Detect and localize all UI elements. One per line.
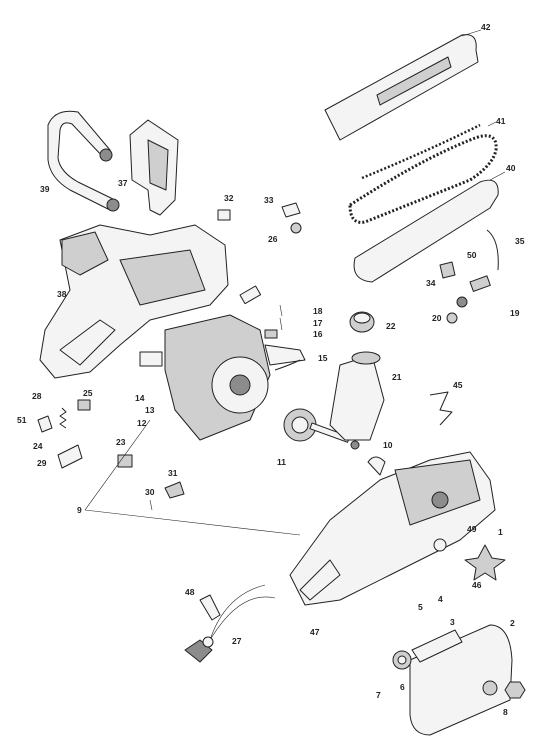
part-oil-pump xyxy=(456,229,499,308)
part-chain-catcher xyxy=(367,456,386,476)
label-39: 39 xyxy=(40,184,50,194)
part-cap-32 xyxy=(217,209,231,221)
label-4: 4 xyxy=(438,594,443,604)
label-25: 25 xyxy=(83,388,93,398)
label-37: 37 xyxy=(118,178,128,188)
label-24: 24 xyxy=(33,441,43,451)
part-bar-plate xyxy=(411,629,463,663)
label-26: 26 xyxy=(268,234,278,244)
label-42: 42 xyxy=(481,22,491,32)
part-gear-shaft xyxy=(283,408,360,450)
part-pump-gear xyxy=(446,312,458,324)
part-rear-grip xyxy=(129,119,179,216)
label-29: 29 xyxy=(37,458,47,468)
part-guide-bar xyxy=(353,171,506,283)
part-motor-assembly xyxy=(139,314,306,441)
part-power-cable xyxy=(184,584,276,663)
label-35: 35 xyxy=(515,236,525,246)
label-41: 41 xyxy=(496,116,506,126)
part-carbon-brush-holder xyxy=(239,285,262,305)
part-bracket-33 xyxy=(281,202,301,218)
part-tensioner-star xyxy=(464,544,506,581)
part-lock-button xyxy=(77,399,91,411)
label-14: 14 xyxy=(135,393,145,403)
part-trigger xyxy=(57,444,83,469)
label-9: 9 xyxy=(77,505,82,515)
part-saw-chain xyxy=(348,121,498,224)
part-right-housing xyxy=(289,451,496,606)
label-5: 5 xyxy=(418,602,423,612)
label-48: 48 xyxy=(185,587,195,597)
label-46: 46 xyxy=(472,580,482,590)
part-screw-30 xyxy=(149,499,153,511)
label-13: 13 xyxy=(145,405,155,415)
part-switch-lever xyxy=(37,415,53,433)
part-screw-18 xyxy=(279,304,283,317)
part-washer xyxy=(433,538,447,552)
label-27: 27 xyxy=(232,636,242,646)
label-19: 19 xyxy=(510,308,520,318)
label-11: 11 xyxy=(277,457,286,467)
label-33: 33 xyxy=(264,195,274,205)
label-15: 15 xyxy=(318,353,328,363)
label-51: 51 xyxy=(17,415,27,425)
part-oil-tank xyxy=(329,351,385,441)
part-trigger-spring xyxy=(59,407,67,429)
label-34: 34 xyxy=(426,278,436,288)
label-12: 12 xyxy=(137,418,147,428)
part-drive-sprocket xyxy=(392,650,412,670)
label-3: 3 xyxy=(450,617,455,627)
part-front-handle xyxy=(47,110,120,212)
part-nut xyxy=(504,681,526,699)
part-guide-bar-cover xyxy=(324,29,482,141)
part-left-housing xyxy=(39,224,229,379)
label-32: 32 xyxy=(224,193,234,203)
label-21: 21 xyxy=(392,372,402,382)
label-20: 20 xyxy=(432,313,442,323)
part-oil-hose xyxy=(274,359,301,371)
part-spring-clip xyxy=(429,391,453,426)
label-8: 8 xyxy=(503,707,508,717)
label-23: 23 xyxy=(116,437,126,447)
label-7: 7 xyxy=(376,690,381,700)
label-50: 50 xyxy=(467,250,477,260)
callout-labels: 1 2 3 4 5 6 7 8 9 10 11 12 13 14 15 16 1… xyxy=(17,22,525,717)
label-30: 30 xyxy=(145,487,155,497)
label-38: 38 xyxy=(57,289,67,299)
label-18: 18 xyxy=(313,306,323,316)
label-6: 6 xyxy=(400,682,405,692)
leader-9b xyxy=(84,419,151,511)
label-1: 1 xyxy=(498,527,503,537)
label-49: 49 xyxy=(467,524,477,534)
label-17: 17 xyxy=(313,318,323,328)
label-10: 10 xyxy=(383,440,393,450)
part-tension-nut-34 xyxy=(439,261,456,279)
label-40: 40 xyxy=(506,163,516,173)
part-oil-cap xyxy=(349,311,375,333)
part-cable-sleeve xyxy=(199,594,221,621)
label-22: 22 xyxy=(386,321,396,331)
label-31: 31 xyxy=(168,468,178,478)
label-16: 16 xyxy=(313,329,323,339)
label-45: 45 xyxy=(453,380,463,390)
label-28: 28 xyxy=(32,391,42,401)
part-screw-17 xyxy=(279,317,283,331)
label-47: 47 xyxy=(310,627,320,637)
part-bushing-26 xyxy=(290,222,302,234)
leader-9 xyxy=(84,509,301,536)
part-brush-16 xyxy=(264,329,278,339)
label-2: 2 xyxy=(510,618,515,628)
part-clip-31 xyxy=(164,481,185,499)
